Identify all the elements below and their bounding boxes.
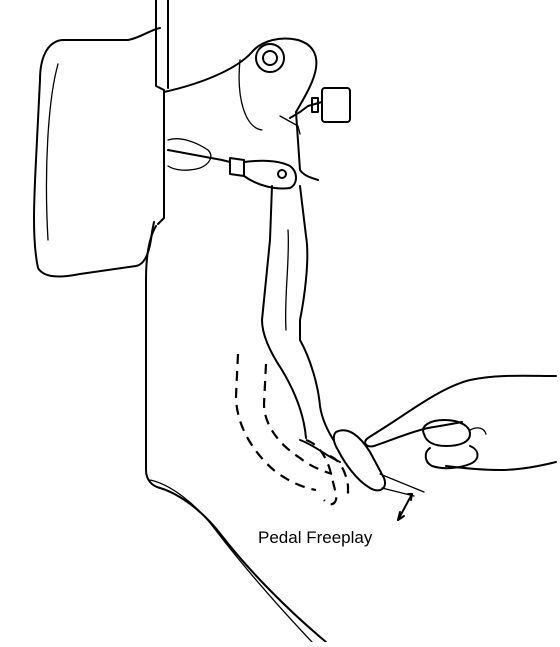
switch-stem [289, 101, 323, 119]
pedal-rest-outline-1 [234, 353, 317, 492]
pedal-arm [261, 185, 337, 445]
brake-light-switch [321, 87, 351, 123]
switch-bracket [279, 115, 301, 135]
pedal-rest-pad [305, 438, 338, 506]
floor-panel-lip [149, 479, 313, 643]
freeplay-extension-2 [379, 473, 425, 493]
booster-inner-edge [45, 63, 59, 241]
firewall-plate [155, 0, 165, 225]
hand-knuckle [469, 427, 487, 435]
pedal-pad [332, 429, 386, 492]
booster-housing [33, 27, 161, 278]
pedal-rest-pad-2 [329, 454, 350, 500]
pivot-bolt-outer [255, 43, 285, 73]
freeplay-label: Pedal Freeplay [258, 528, 373, 547]
hand-thumb [422, 419, 471, 447]
floor-panel-edge [145, 225, 327, 643]
pedal-rest-outline-2 [262, 363, 333, 476]
freeplay-arrowhead-2 [397, 511, 405, 521]
pushrod-nut [229, 157, 245, 177]
hand-finger [424, 445, 479, 470]
bracket-side [238, 59, 263, 131]
freeplay-arrowhead-1 [407, 493, 413, 501]
clevis [243, 159, 297, 190]
switch-nut [311, 97, 319, 113]
pivot-bolt-inner [262, 50, 278, 66]
pushrod-boot [167, 138, 212, 171]
pedal-bracket [163, 37, 319, 181]
pedal-arm-highlight [284, 229, 290, 331]
pushrod [167, 149, 231, 163]
freeplay-dimension-line [397, 493, 413, 521]
clevis-pin [277, 169, 287, 179]
